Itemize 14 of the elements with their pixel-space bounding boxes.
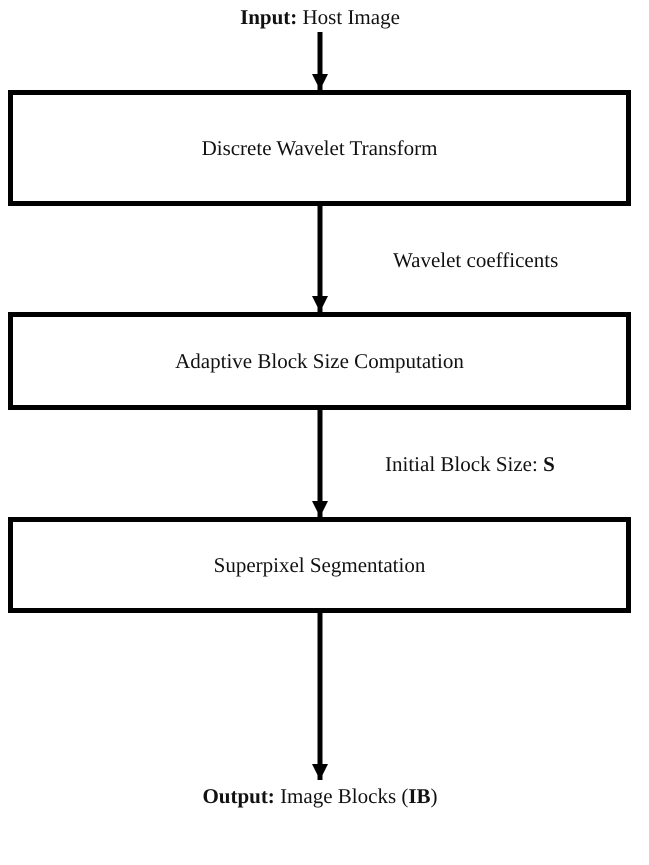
edge-label: Wavelet coefficents (393, 248, 558, 273)
arrow (312, 32, 328, 90)
arrow (312, 410, 328, 517)
process-label: Superpixel Segmentation (214, 552, 426, 578)
arrow (312, 206, 328, 312)
flow-endpoint-text: Input: Host Image (240, 4, 400, 30)
edge-label: Initial Block Size: S (385, 452, 555, 477)
arrow (312, 613, 328, 780)
flow-endpoint-text: Output: Image Blocks (IB) (202, 784, 438, 808)
process-box (8, 312, 631, 410)
process-label: Adaptive Block Size Computation (175, 348, 464, 374)
process-label: Discrete Wavelet Transform (202, 136, 438, 160)
process-box (8, 517, 631, 613)
process-box (8, 90, 631, 206)
